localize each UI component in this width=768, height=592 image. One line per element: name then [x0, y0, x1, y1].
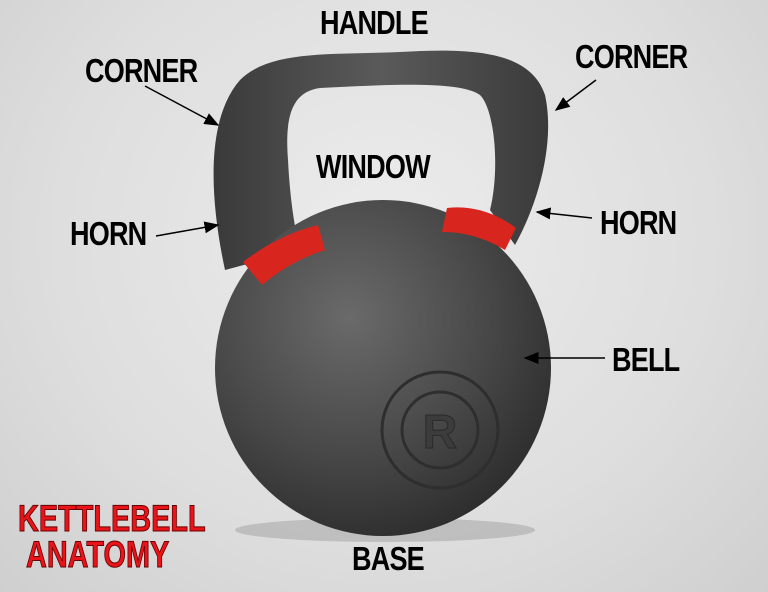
label-horn-right: HORN — [600, 204, 677, 241]
label-window: WINDOW — [316, 148, 431, 185]
logo: R — [380, 370, 500, 490]
label-corner-right: CORNER — [575, 38, 688, 75]
svg-text:R: R — [423, 406, 458, 459]
title-line1: KETTLEBELL — [18, 498, 206, 539]
arrow-horn-right — [535, 207, 593, 220]
arrow-corner-right — [554, 79, 597, 111]
label-base: BASE — [352, 540, 425, 577]
title-line2: ANATOMY — [26, 534, 170, 575]
label-bell: BELL — [612, 341, 680, 378]
horn-band-right — [442, 207, 516, 250]
arrow-corner-left — [144, 85, 220, 126]
label-handle: HANDLE — [320, 4, 429, 41]
bell — [215, 200, 551, 536]
label-corner-left: CORNER — [85, 52, 198, 89]
handle — [213, 50, 549, 270]
arrow-horn-left — [155, 221, 220, 237]
horn-band-left — [243, 225, 325, 285]
label-horn-left: HORN — [70, 215, 147, 252]
